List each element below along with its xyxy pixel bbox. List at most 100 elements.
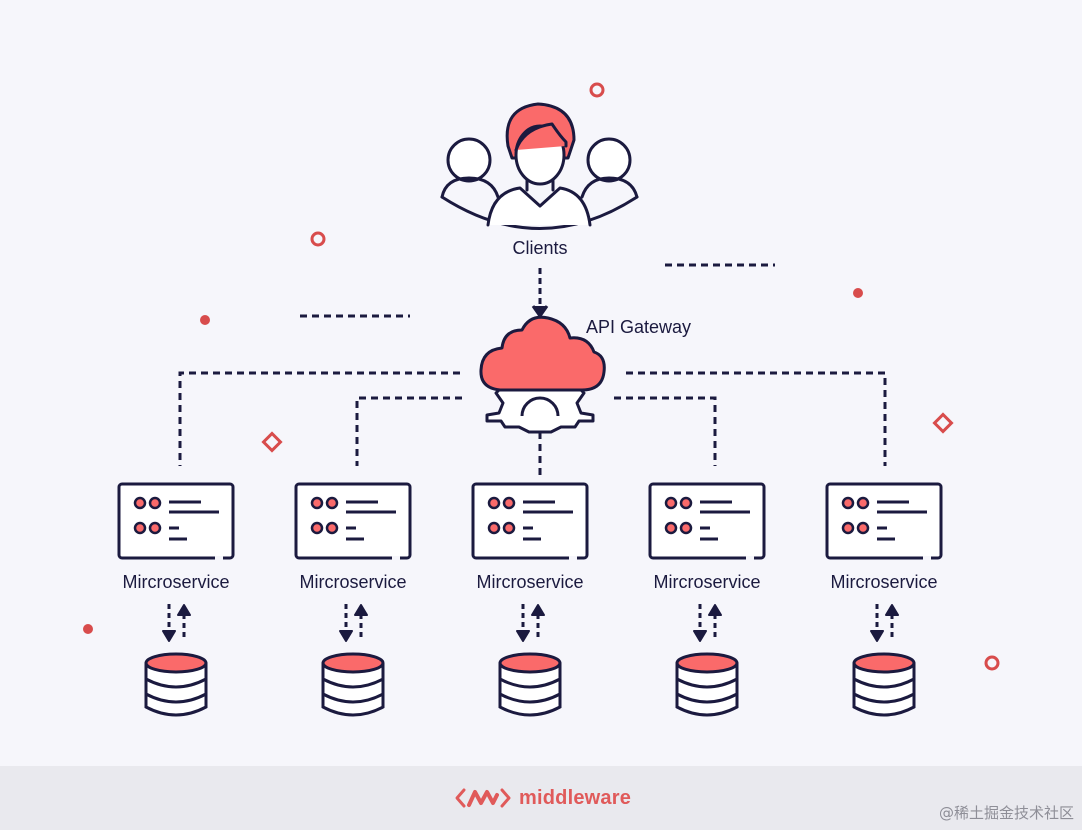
down-arrow-head xyxy=(693,630,707,642)
server-led xyxy=(310,496,324,510)
deco-ring xyxy=(310,231,326,247)
deco-dot xyxy=(83,624,93,634)
arrow-head xyxy=(531,305,549,318)
database-ring xyxy=(322,677,384,689)
cloud-gear-icon xyxy=(479,315,606,434)
microservice-label: Mircroservice xyxy=(653,572,761,592)
server-led xyxy=(841,496,855,510)
database-top xyxy=(675,652,739,674)
brand-name: middleware xyxy=(519,786,632,809)
up-arrow-head xyxy=(354,604,368,616)
deco-ring xyxy=(984,655,1000,671)
server-led xyxy=(856,521,870,535)
deco-diamond xyxy=(261,431,283,453)
server-window-icon xyxy=(294,482,412,560)
up-arrow-head xyxy=(177,604,191,616)
decorations xyxy=(261,82,1000,671)
database-ring xyxy=(676,692,738,704)
connector-ms-5 xyxy=(626,371,887,466)
database-icon xyxy=(321,652,385,717)
server-window-icon xyxy=(825,482,943,560)
server-led xyxy=(664,521,678,535)
microservice-label: Mircroservice xyxy=(476,572,584,592)
server-led xyxy=(679,521,693,535)
decorative-dash-lines xyxy=(300,263,775,318)
client-left-body xyxy=(440,176,500,199)
database-ring xyxy=(676,677,738,689)
database-body xyxy=(852,663,916,717)
up-down-arrows-icon xyxy=(693,604,722,642)
up-arrow-head xyxy=(531,604,545,616)
up-down-arrows-icon xyxy=(162,604,191,642)
down-arrow-head xyxy=(339,630,353,642)
up-arrow-head xyxy=(885,604,899,616)
server-window-icon xyxy=(648,482,766,560)
gear-hub xyxy=(520,396,560,417)
microservice-label: Mircroservice xyxy=(299,572,407,592)
connector-ms-4 xyxy=(614,396,717,466)
server-led xyxy=(679,496,693,510)
server-window-frame xyxy=(825,482,943,560)
gateway-connectors xyxy=(178,371,887,480)
middleware-brand: middleware xyxy=(455,784,631,812)
client-left-head xyxy=(446,137,492,183)
server-led xyxy=(841,521,855,535)
microservice-label: Mircroservice xyxy=(122,572,230,592)
client-center-fringe xyxy=(514,122,568,152)
server-led xyxy=(148,496,162,510)
database-top xyxy=(144,652,208,674)
database-ring xyxy=(322,692,384,704)
database-ring xyxy=(853,677,915,689)
deco-dot xyxy=(200,315,210,325)
server-led xyxy=(487,496,501,510)
database-top xyxy=(321,652,385,674)
database-icon xyxy=(675,652,739,717)
server-led xyxy=(664,496,678,510)
up-down-arrows-icon xyxy=(870,604,899,642)
database-body xyxy=(498,663,562,717)
server-window-icon xyxy=(117,482,235,560)
clients-icon xyxy=(440,102,639,230)
server-led xyxy=(133,496,147,510)
connector-ms-1 xyxy=(178,371,460,466)
client-right-head xyxy=(586,137,632,183)
database-ring xyxy=(499,692,561,704)
server-led xyxy=(310,521,324,535)
down-arrow-head xyxy=(516,630,530,642)
server-led xyxy=(148,521,162,535)
database-body xyxy=(675,663,739,717)
api-gateway-label: API Gateway xyxy=(586,317,692,337)
server-led xyxy=(325,521,339,535)
client-right-body xyxy=(580,176,639,199)
database-ring xyxy=(853,692,915,704)
up-arrow-head xyxy=(708,604,722,616)
deco-diamond xyxy=(932,412,954,434)
database-body xyxy=(321,663,385,717)
server-led xyxy=(133,521,147,535)
database-icon xyxy=(498,652,562,717)
connector-ms-2 xyxy=(355,396,462,466)
footer-bar: middleware @稀土掘金技术社区 xyxy=(0,766,1082,830)
database-icon xyxy=(144,652,208,717)
down-arrow-head xyxy=(870,630,884,642)
clients-to-gateway-arrow xyxy=(531,268,549,318)
deco-dot xyxy=(853,288,863,298)
cloud-shape xyxy=(479,315,606,392)
clients-label: Clients xyxy=(512,238,568,258)
microservice-storage xyxy=(144,604,916,717)
server-led xyxy=(487,521,501,535)
server-led xyxy=(502,496,516,510)
deco-ring xyxy=(589,82,605,98)
server-led xyxy=(856,496,870,510)
decorative-dots xyxy=(83,288,863,634)
clients-base-arc xyxy=(440,195,639,230)
up-down-arrows-icon xyxy=(516,604,545,642)
down-arrow-head xyxy=(162,630,176,642)
server-window-frame xyxy=(648,482,766,560)
database-ring xyxy=(145,692,207,704)
database-top xyxy=(498,652,562,674)
server-window-frame xyxy=(294,482,412,560)
up-down-arrows-icon xyxy=(339,604,368,642)
database-ring xyxy=(145,677,207,689)
server-window-frame xyxy=(471,482,589,560)
